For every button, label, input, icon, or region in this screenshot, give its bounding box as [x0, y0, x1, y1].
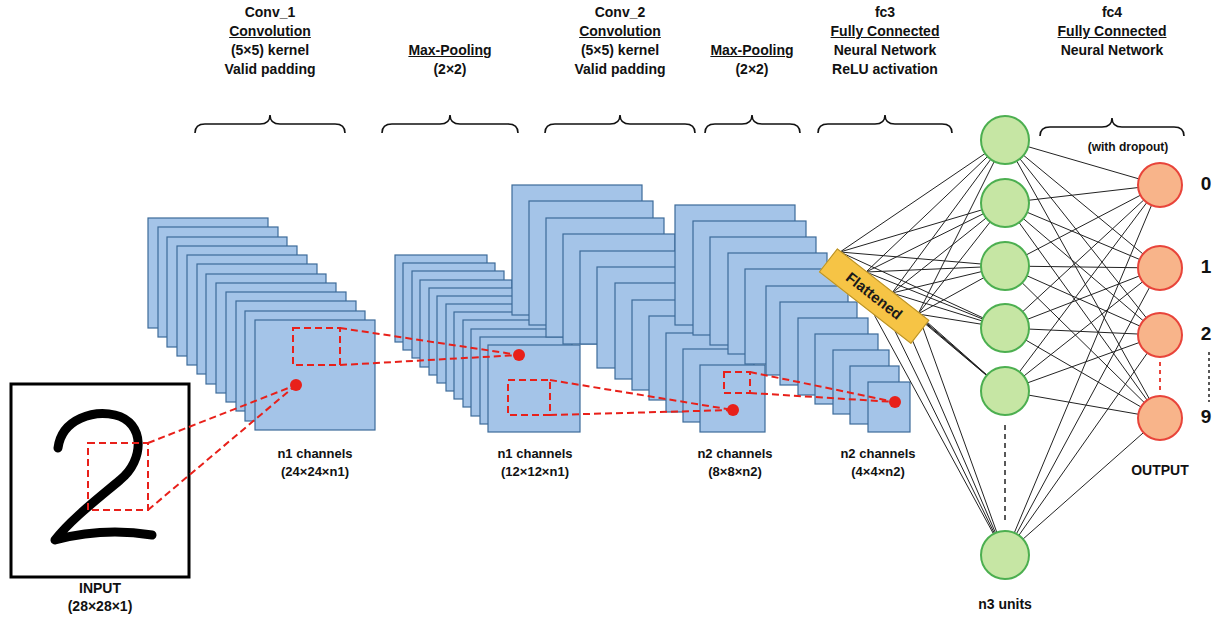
- hidden-neuron: [981, 116, 1029, 579]
- layer-detail: (5×5) kernel: [581, 42, 659, 59]
- handwritten-digit: [55, 414, 152, 540]
- ellipsis-line: [1208, 352, 1210, 402]
- class-label: 1: [1201, 256, 1212, 279]
- layer-type: Convolution: [579, 23, 661, 40]
- layer-name: fc4: [1102, 4, 1122, 21]
- braces: [195, 115, 1184, 136]
- layer-type: Fully Connected: [831, 23, 940, 40]
- size-label: (12×12×n1): [501, 464, 569, 480]
- layer-detail: (5×5) kernel: [231, 42, 309, 59]
- layer-type: Convolution: [229, 23, 311, 40]
- layer-note: (with dropout): [1085, 140, 1172, 154]
- input-label: INPUT: [79, 580, 121, 597]
- feature-maps: [675, 205, 910, 432]
- layer-name: fc3: [875, 4, 895, 21]
- units-label: n3 units: [978, 596, 1032, 613]
- channel-label: n1 channels: [497, 446, 572, 462]
- layer-name: Conv_2: [595, 4, 646, 21]
- class-label: 2: [1201, 323, 1212, 346]
- size-label: (8×8×n2): [708, 464, 761, 480]
- layer-detail: Valid padding: [224, 61, 315, 78]
- ellipsis-line: [1004, 425, 1006, 522]
- ellipsis-line: [1159, 362, 1161, 392]
- class-label: 9: [1201, 406, 1212, 429]
- layer-detail: ReLU activation: [832, 61, 938, 78]
- size-label: (24×24×n1): [281, 464, 349, 480]
- size-label: (4×4×n2): [851, 464, 904, 480]
- output-neuron: [1138, 163, 1182, 440]
- layer-type: Fully Connected: [1058, 23, 1167, 40]
- input-frame: [11, 384, 189, 577]
- layer-type: Max-Pooling: [710, 42, 793, 59]
- layer-detail: Valid padding: [574, 61, 665, 78]
- output-label: OUTPUT: [1131, 462, 1189, 479]
- layer-detail: (2×2): [433, 61, 466, 78]
- input-size: (28×28×1): [68, 598, 133, 615]
- channel-label: n1 channels: [277, 446, 352, 462]
- channel-label: n2 channels: [840, 446, 915, 462]
- receptive-field: [88, 328, 895, 510]
- channel-label: n2 channels: [697, 446, 772, 462]
- layer-name: Conv_1: [245, 4, 296, 21]
- layer-detail: Neural Network: [1061, 42, 1164, 59]
- layer-type: Max-Pooling: [408, 42, 491, 59]
- layer-detail: Neural Network: [834, 42, 937, 59]
- class-label: 0: [1201, 173, 1212, 196]
- receptive-dot: [290, 349, 901, 416]
- layer-detail: (2×2): [735, 61, 768, 78]
